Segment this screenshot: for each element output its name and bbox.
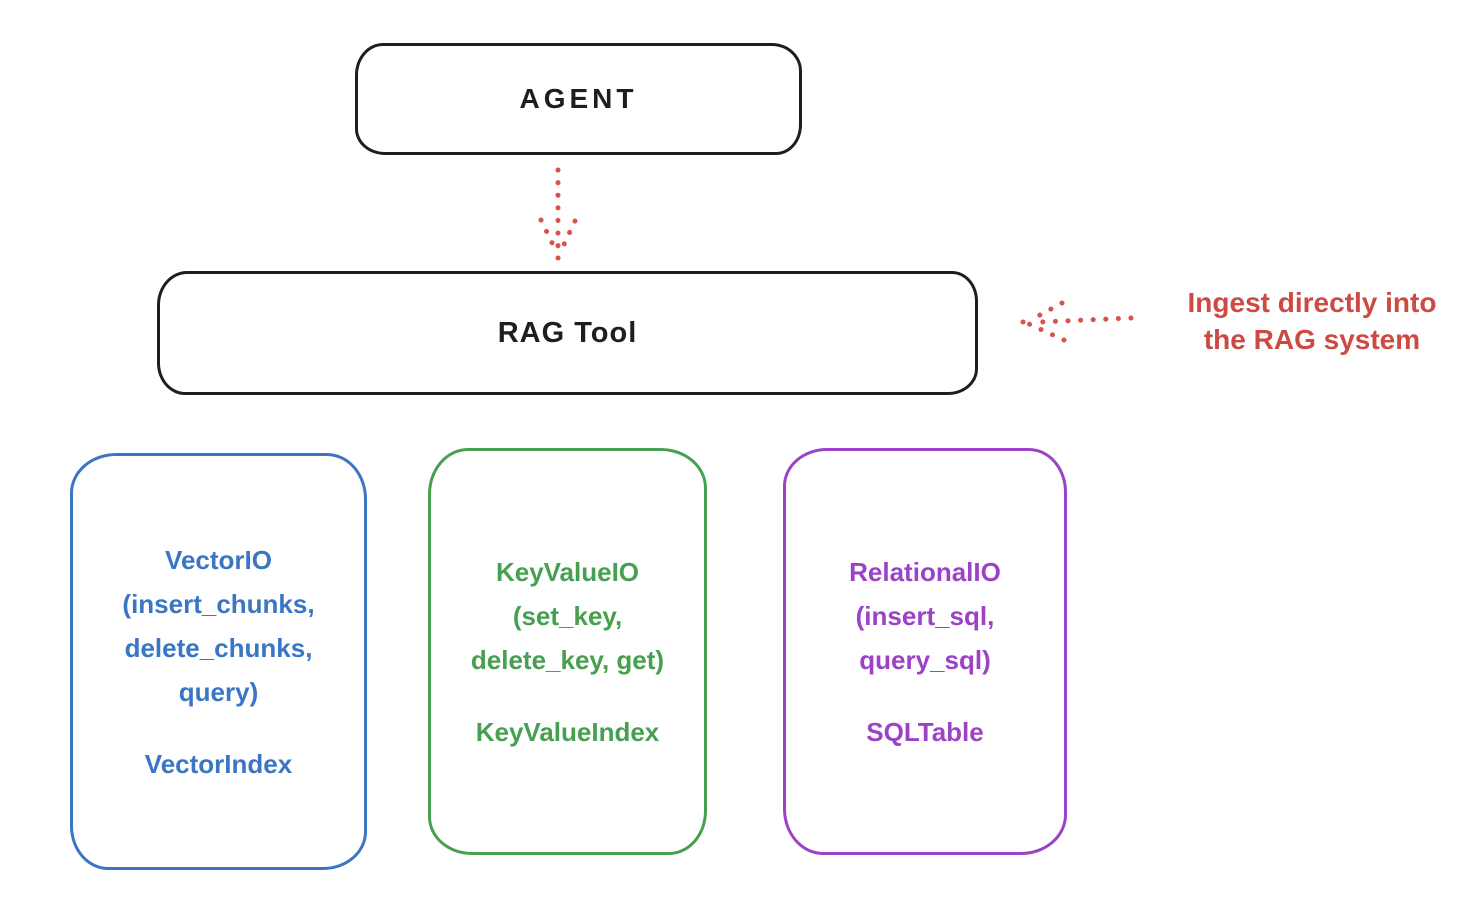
vector-io-method-line: query)	[178, 676, 259, 707]
vector-io-node: VectorIO (insert_chunks, delete_chunks, …	[70, 453, 367, 870]
ingest-annotation: Ingest directly into the RAG system	[1140, 284, 1484, 358]
vector-io-method-line: (insert_chunks,	[122, 588, 315, 619]
vector-io-method-line: delete_chunks,	[124, 632, 313, 663]
rag-tool-node: RAG Tool	[157, 271, 978, 395]
vector-io-title: VectorIO	[165, 544, 272, 575]
key-value-io-index-name: KeyValueIndex	[475, 716, 660, 747]
ingest-annotation-line2: the RAG system	[1203, 324, 1421, 355]
agent-label: AGENT	[519, 83, 638, 114]
arrow-agent-to-rag-tool-icon	[538, 167, 578, 261]
relational-io-method-line: query_sql)	[859, 644, 991, 675]
relational-io-title: RelationalIO	[849, 556, 1001, 587]
vector-io-index-name: VectorIndex	[144, 748, 293, 779]
ingest-annotation-line1: Ingest directly into	[1187, 287, 1437, 318]
relational-io-index-name: SQLTable	[866, 716, 984, 747]
key-value-io-method-line: delete_key, get)	[470, 644, 665, 675]
rag-tool-label: RAG Tool	[497, 316, 638, 349]
relational-io-node: RelationalIO (insert_sql, query_sql) SQL…	[783, 448, 1067, 855]
key-value-io-method-line: (set_key,	[512, 600, 623, 631]
relational-io-method-line: (insert_sql,	[855, 600, 995, 631]
key-value-io-title: KeyValueIO	[495, 556, 640, 587]
key-value-io-node: KeyValueIO (set_key, delete_key, get) Ke…	[428, 448, 707, 855]
arrow-annotation-to-rag-tool-icon	[1020, 300, 1134, 343]
agent-node: AGENT	[355, 43, 802, 155]
